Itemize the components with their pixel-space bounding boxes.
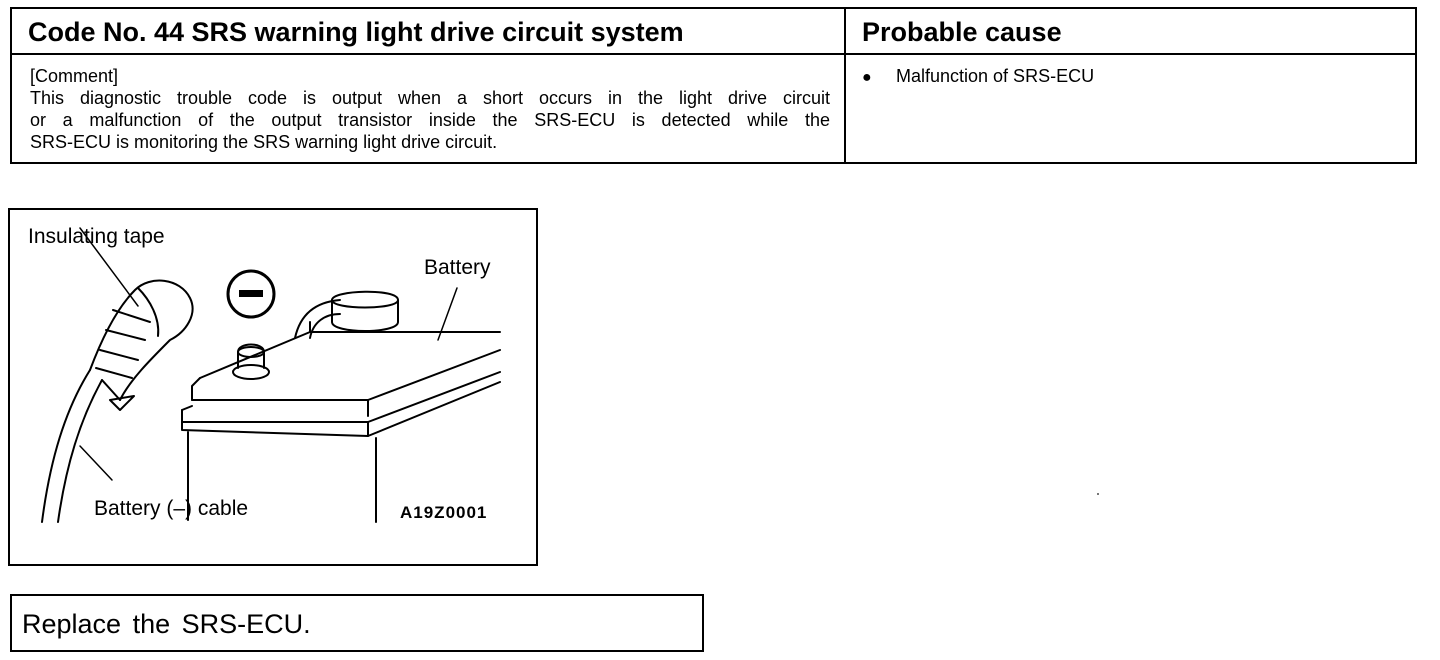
probable-cause-heading: Probable cause xyxy=(846,9,1415,55)
comment-line: SRS-ECU is monitoring the SRS warning li… xyxy=(30,132,498,152)
diagnostic-code-table: Code No. 44 SRS warning light drive circ… xyxy=(10,7,1417,164)
battery-drawing xyxy=(41,227,501,523)
battery-label: Battery xyxy=(424,256,491,279)
minus-sign-icon xyxy=(226,269,276,319)
comment-label: [Comment] xyxy=(30,66,119,86)
comment-cell: [Comment] This diagnostic trouble code i… xyxy=(12,55,846,162)
figure-code: A19Z0001 xyxy=(400,503,488,522)
probable-cause-cell: ● Malfunction of SRS-ECU xyxy=(846,55,1415,162)
comment-line: or a malfunction of the output transisto… xyxy=(30,110,830,130)
code-heading: Code No. 44 SRS warning light drive circ… xyxy=(12,9,846,55)
battery-cable-label: Battery (–) cable xyxy=(94,497,249,520)
scan-speck xyxy=(1097,493,1099,495)
insulating-tape-label: Insulating tape xyxy=(28,225,165,248)
cause-text: Malfunction of SRS-ECU xyxy=(896,66,1095,86)
battery-illustration: Insulating tape Battery Battery (–) cabl… xyxy=(8,208,538,566)
bullet-icon: ● xyxy=(862,69,872,86)
comment-line: This diagnostic trouble code is output w… xyxy=(30,88,830,108)
cause-list-item: ● Malfunction of SRS-ECU xyxy=(862,65,1415,89)
action-instruction: Replace the SRS-ECU. xyxy=(10,594,704,652)
